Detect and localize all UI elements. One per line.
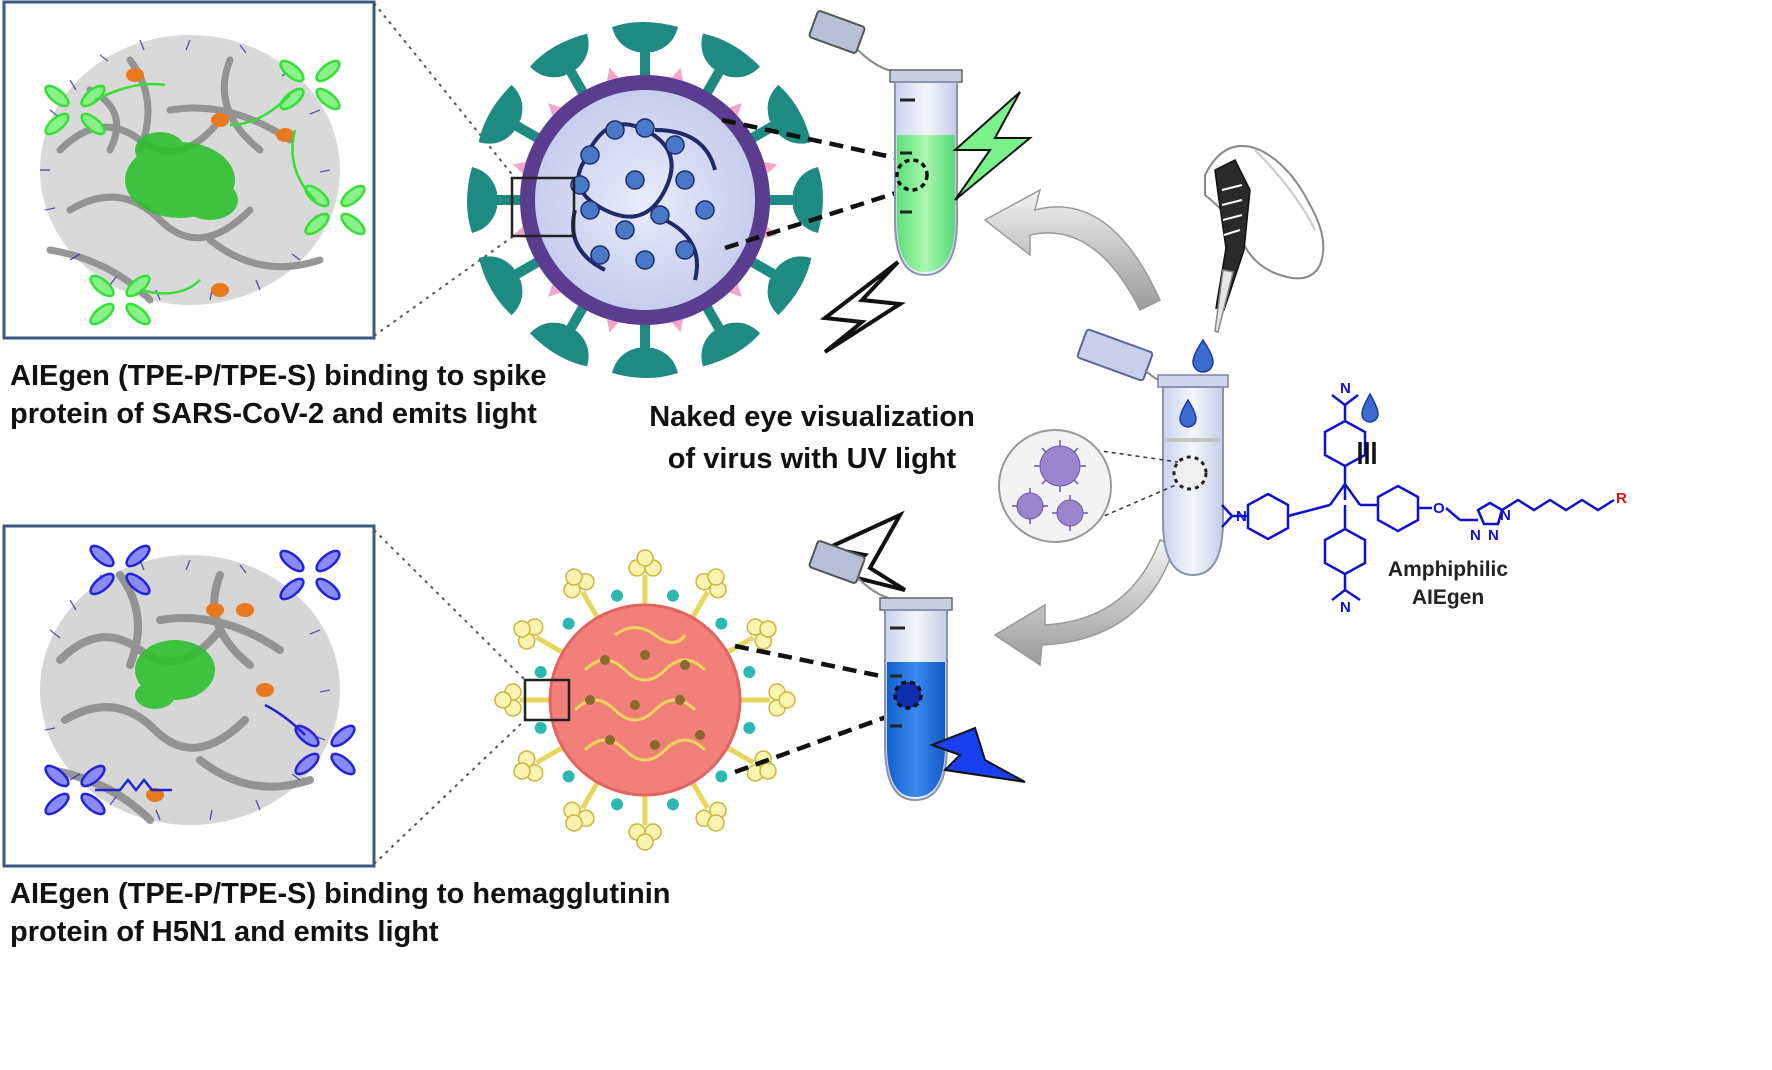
aiegen-tube [1076,328,1229,577]
equivalence-symbol [1358,442,1376,464]
arrow-icon [993,539,1176,667]
nitrogen-atom-top: N [1340,380,1351,397]
protein-structure-icon [40,35,340,305]
spike-zoom-box [510,176,576,238]
arrow-icon [983,188,1161,312]
lightning-icon [819,260,906,354]
naked-eye-caption-line2: of virus with UV light [668,443,957,475]
blue-emission-tube [808,510,1026,802]
green-emission-tube [808,10,1033,277]
aiegen-molecule [1221,394,1615,602]
hemagglutinin-zoom-box [523,678,571,722]
tube-icon [808,10,963,277]
ha-caption-line2: protein of H5N1 and emits light [10,916,439,948]
lightning-icon [952,91,1033,201]
molecule-label-line1: Amphiphilic [1388,558,1508,581]
aiegen-blue-probes [44,544,356,816]
oxygen-atom: O [1433,500,1445,517]
protein-structure-icon [40,555,340,825]
naked-eye-caption-line1: Naked eye visualization [649,401,975,433]
ha-caption-line1: AIEgen (TPE-P/TPE-S) binding to hemagglu… [10,878,671,910]
nitrogen-atom-left: N [1236,508,1247,525]
triazole-n3: N [1470,527,1481,544]
droplet-icon [1192,338,1214,373]
tube-icon [808,540,953,802]
nitrogen-atom-bottom: N [1340,599,1351,616]
virus-zoom-bubble [998,429,1179,543]
aiegen-green-probes [44,59,366,326]
droplet-icon [1361,392,1379,423]
coronavirus-icon [467,22,823,378]
pipette-icon [1214,158,1251,333]
lightning-icon [929,726,1026,783]
aiegen-molecule-labels: N N N O N N N R Amphiphilic AIEgen [1236,380,1627,616]
spike-caption-line1: AIEgen (TPE-P/TPE-S) binding to spike [10,360,547,392]
virus-to-tube-links [721,117,906,775]
triazole-n2: N [1488,527,1499,544]
r-group: R [1616,490,1627,507]
molecule-label-line2: AIEgen [1412,586,1484,609]
spike-caption-line2: protein of SARS-CoV-2 and emits light [10,398,537,430]
triazole-n1: N [1500,507,1511,524]
hemagglutinin-panel [2,524,376,868]
droplet-icon [1179,398,1197,428]
zoom-connectors [373,2,528,865]
spike-protein-panel [2,0,376,340]
tube-icon [1076,328,1229,577]
influenza-virus-icon [494,549,796,851]
